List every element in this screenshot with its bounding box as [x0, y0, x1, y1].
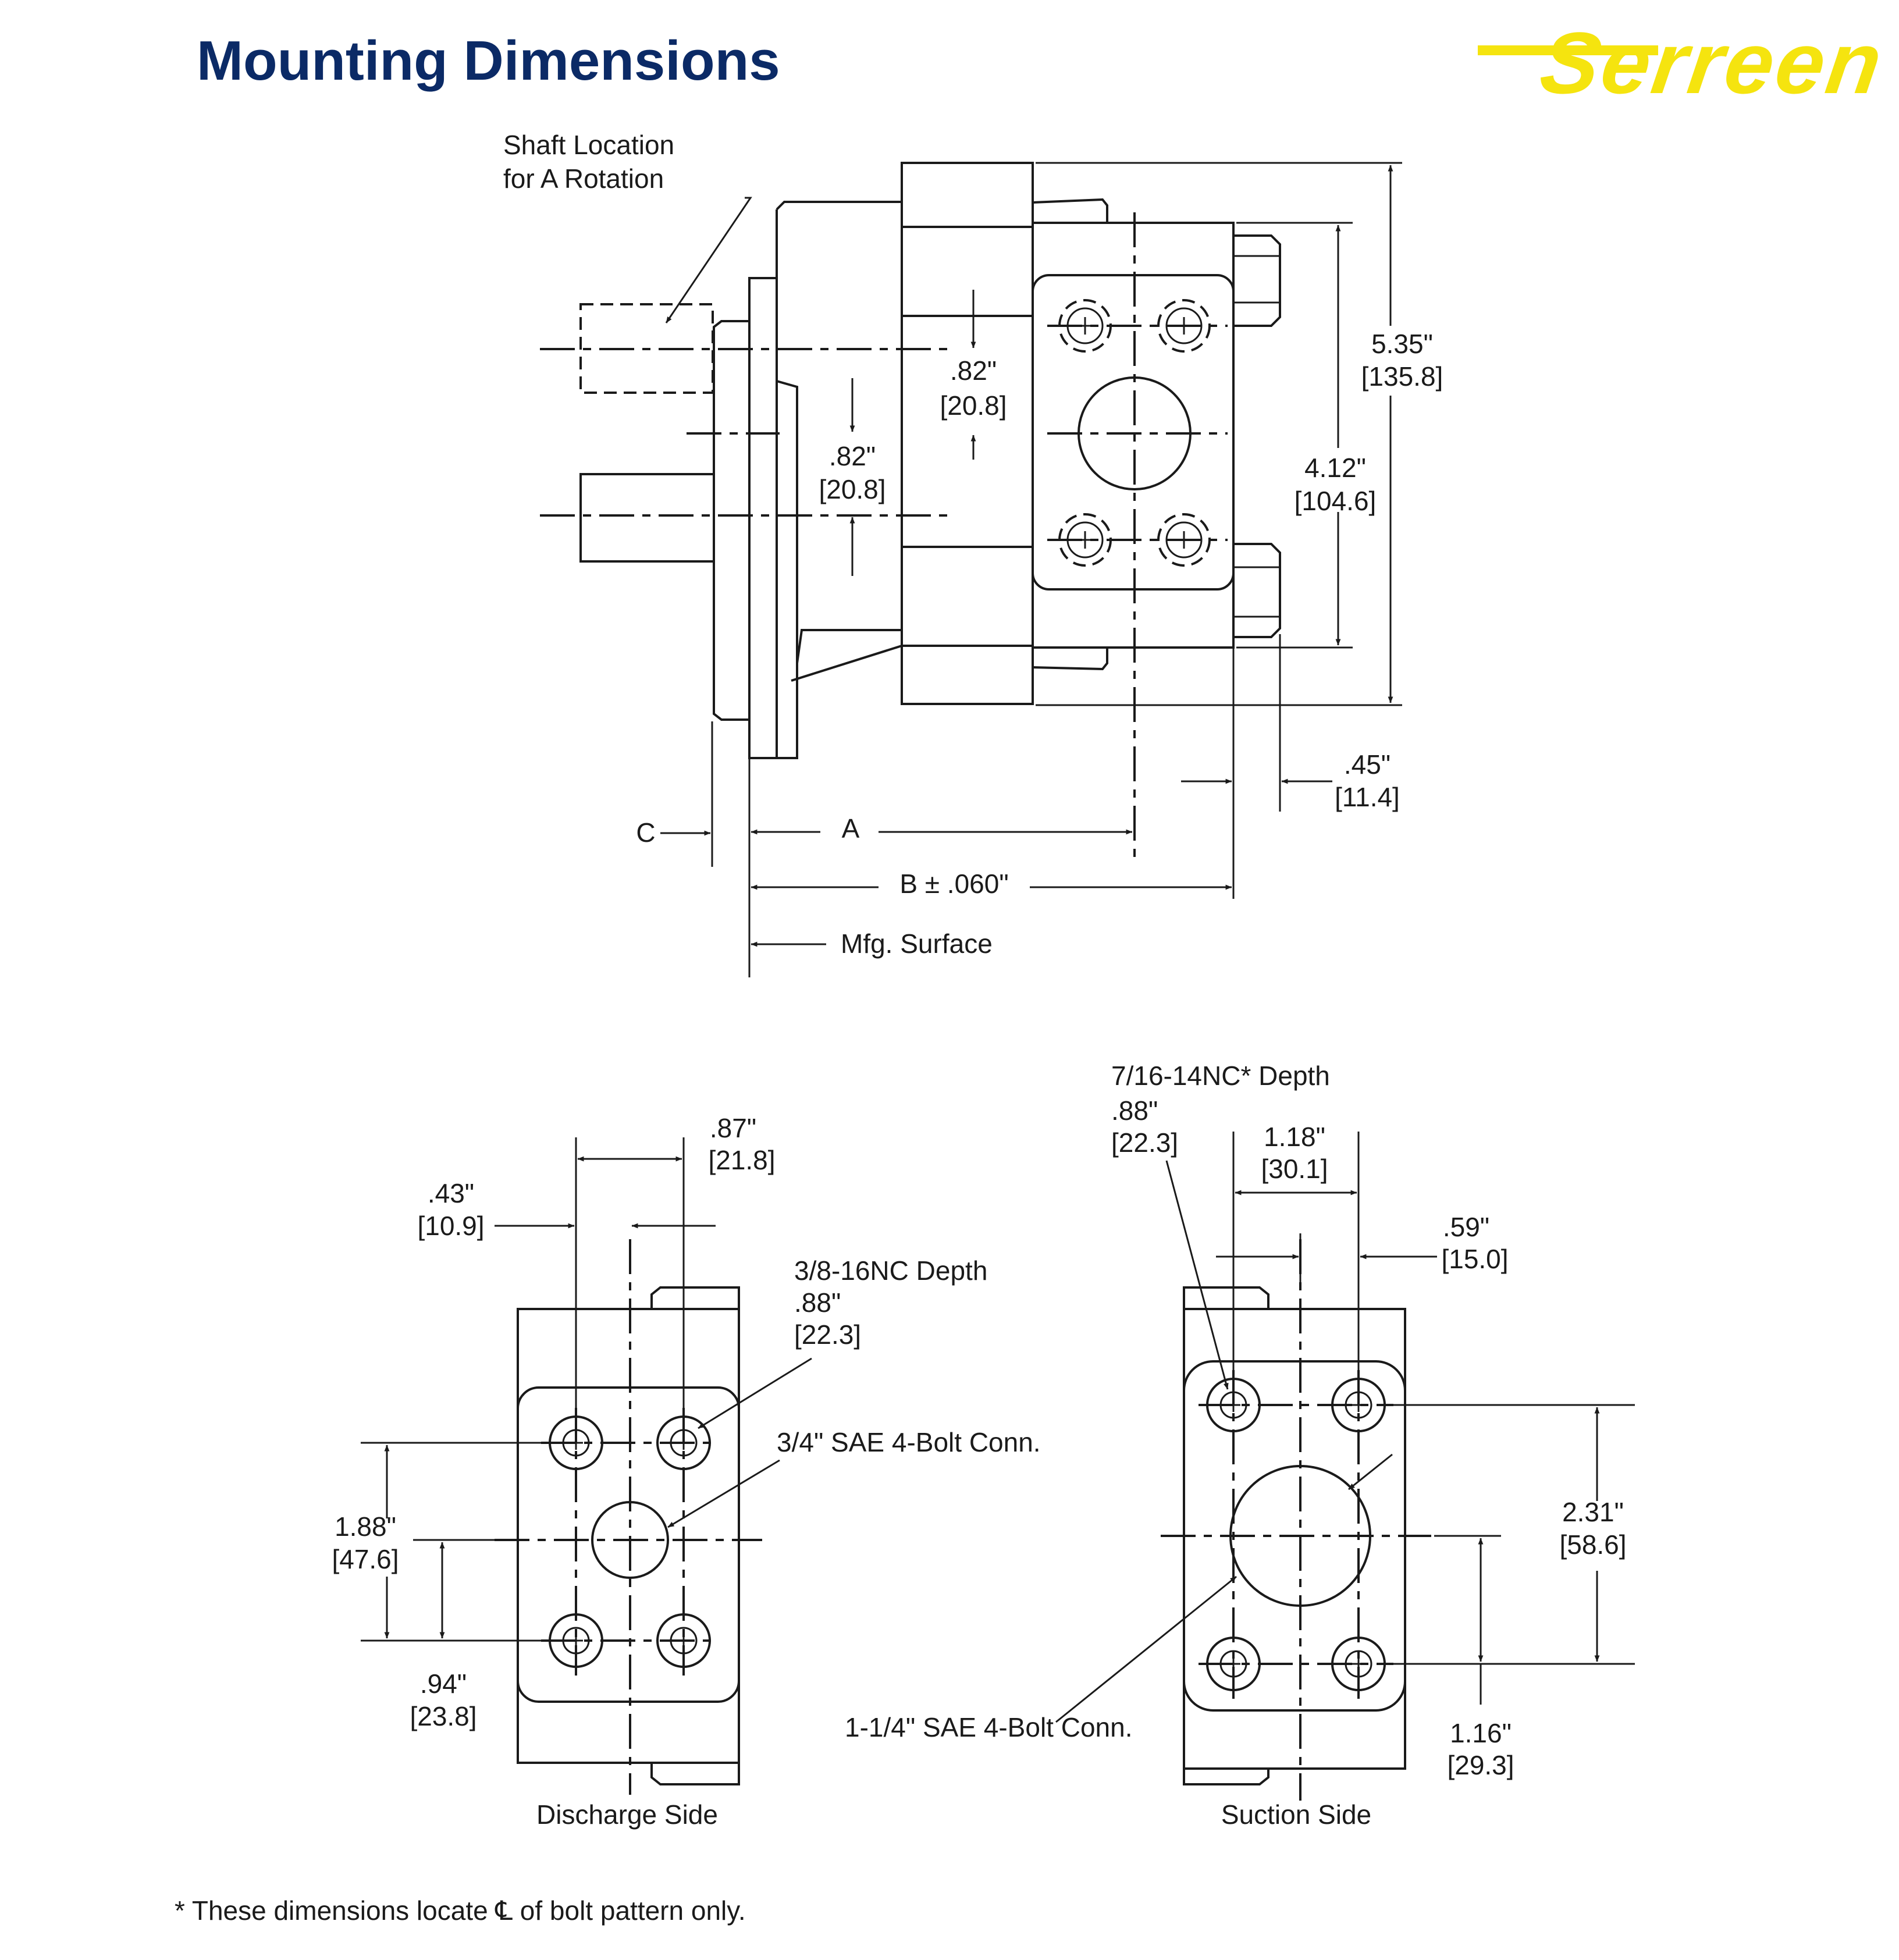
dim-82a-in: .82" — [950, 355, 997, 386]
dim-b: B ± .060" — [899, 869, 1008, 899]
suction-thread-depth-mm: [22.3] — [1111, 1127, 1178, 1158]
dim-87-mm: [21.8] — [708, 1145, 775, 1175]
dim-535-mm: [135.8] — [1361, 361, 1443, 392]
discharge-thread-spec: 3/8-16NC Depth — [794, 1255, 987, 1286]
footnote: * These dimensions locate ℄ of bolt patt… — [175, 1895, 746, 1926]
dim-45-in: .45" — [1344, 749, 1391, 780]
dim-43-in: .43" — [428, 1178, 474, 1208]
dim-231-mm: [58.6] — [1559, 1529, 1626, 1560]
dim-43-mm: [10.9] — [417, 1211, 484, 1241]
dim-94-mm: [23.8] — [410, 1701, 476, 1731]
discharge-caption: Discharge Side — [536, 1799, 718, 1830]
dim-188-mm: [47.6] — [332, 1544, 399, 1574]
dim-59-mm: [15.0] — [1441, 1244, 1508, 1274]
dim-231-in: 2.31" — [1562, 1497, 1624, 1527]
dim-188-in: 1.88" — [335, 1511, 396, 1542]
dim-412-in: 4.12" — [1304, 453, 1366, 483]
shaft-location-line2: for A Rotation — [503, 163, 664, 194]
dim-118-mm: [30.1] — [1261, 1154, 1328, 1184]
discharge-port-label: 3/4" SAE 4-Bolt Conn. — [777, 1427, 1041, 1457]
suction-port-label: 1-1/4" SAE 4-Bolt Conn. — [845, 1712, 1132, 1742]
suction-thread-spec: 7/16-14NC* Depth — [1111, 1061, 1330, 1091]
mfg-surface-label: Mfg. Surface — [841, 929, 993, 959]
dim-a: A — [842, 813, 860, 844]
dim-116-in: 1.16" — [1450, 1718, 1512, 1748]
discharge-view: .87" [21.8] .43" [10.9] 3/8-16NC Depth .… — [332, 1113, 1040, 1830]
suction-caption: Suction Side — [1221, 1799, 1371, 1830]
discharge-thread-depth-mm: [22.3] — [794, 1319, 861, 1350]
dim-82a-mm: [20.8] — [940, 390, 1007, 421]
serreen-logo: Serreen — [1478, 15, 1890, 112]
dim-c: C — [636, 817, 655, 848]
shaft-location-line1: Shaft Location — [503, 130, 674, 160]
dim-412-mm: [104.6] — [1295, 486, 1377, 516]
dim-87-in: .87" — [710, 1113, 756, 1143]
side-view: .82" [20.8] .82" [20.8] 5.35" [135.8] 4.… — [503, 130, 1443, 977]
dim-59-in: .59" — [1443, 1212, 1489, 1242]
dim-82b-mm: [20.8] — [819, 474, 886, 504]
discharge-thread-depth-in: .88" — [794, 1287, 841, 1318]
dim-118-in: 1.18" — [1264, 1122, 1325, 1152]
svg-text:Serreen: Serreen — [1535, 15, 1890, 112]
suction-view: 7/16-14NC* Depth .88" [22.3] 1.18" [30.1… — [845, 1061, 1635, 1830]
dim-116-mm: [29.3] — [1447, 1750, 1514, 1780]
dim-82b-in: .82" — [829, 441, 876, 471]
dim-535-in: 5.35" — [1371, 329, 1433, 359]
dim-94-in: .94" — [420, 1669, 467, 1699]
page-title: Mounting Dimensions — [197, 30, 780, 92]
dim-45-mm: [11.4] — [1335, 782, 1400, 812]
suction-thread-depth-in: .88" — [1111, 1095, 1158, 1126]
